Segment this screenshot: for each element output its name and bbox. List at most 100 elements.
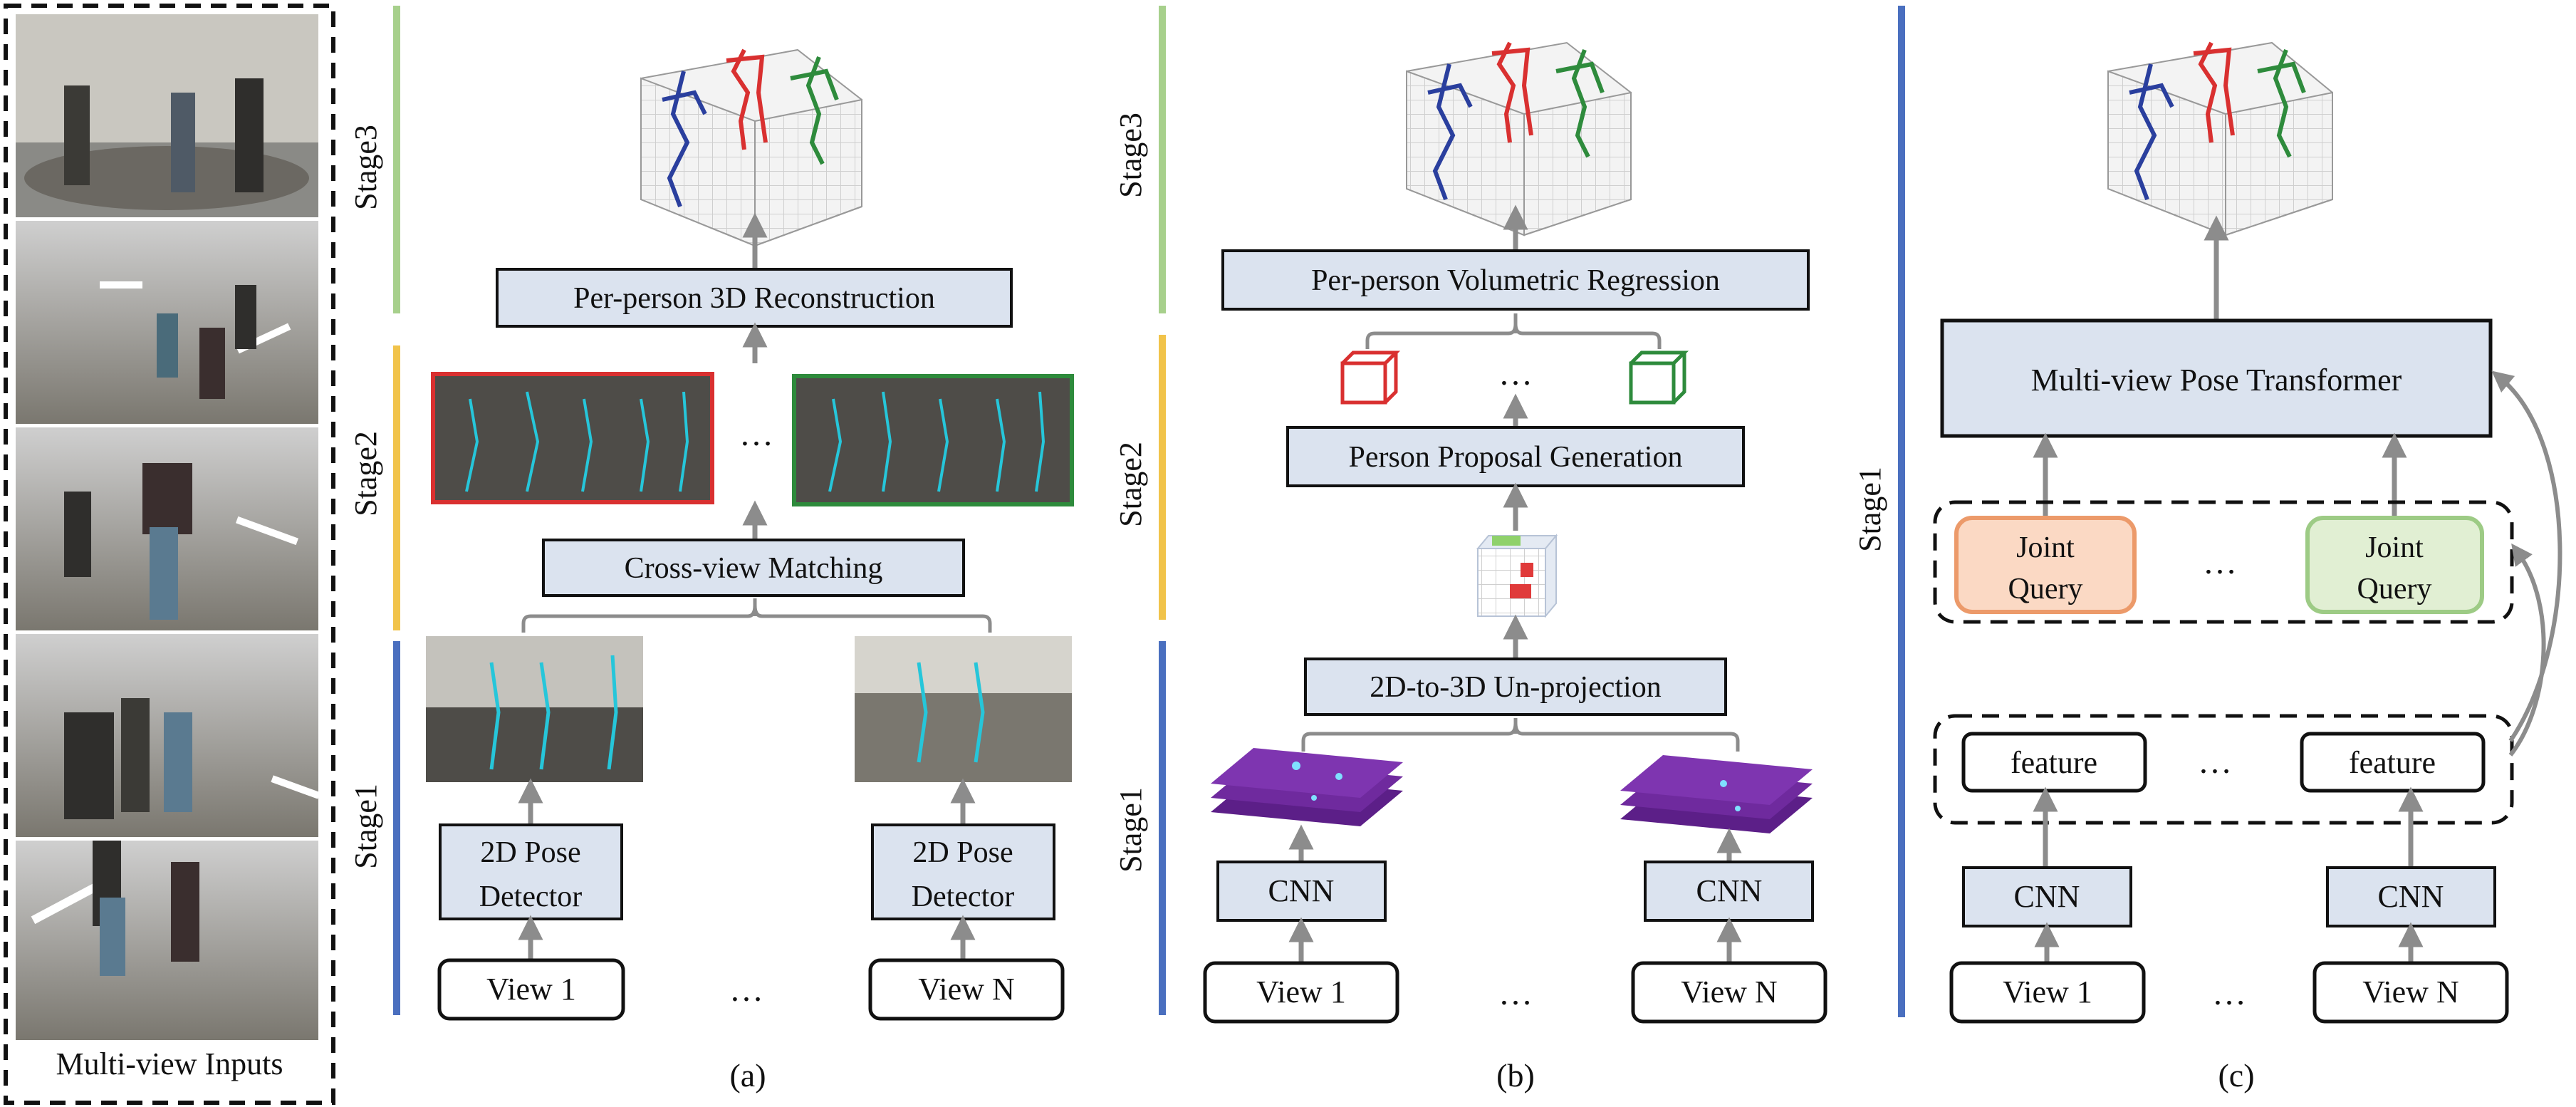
joint-query-n-line1: Joint <box>2365 531 2424 564</box>
input-image-4 <box>16 634 320 837</box>
reconstruction-box-a: Per-person 3D Reconstruction <box>496 268 1013 328</box>
crops-dots-a: … <box>739 415 773 453</box>
cnn-box-b-viewN: CNN <box>1644 861 1814 922</box>
unprojection-label-b: 2D-to-3D Un-projection <box>1370 671 1661 704</box>
bracket-b-top <box>1365 323 1662 349</box>
matching-label-a: Cross-view Matching <box>625 552 883 585</box>
bracket-b-bottom <box>1301 722 1740 752</box>
detector-line2-view1: Detector <box>479 880 583 913</box>
feature-label-viewN: feature <box>2349 745 2436 780</box>
curved-arrow-feature-to-query <box>2508 543 2546 757</box>
cubes-dots-b: … <box>1498 355 1533 393</box>
green-cube-icon <box>1629 350 1689 405</box>
proposal-box-b: Person Proposal Generation <box>1286 426 1745 487</box>
cnn-box-b-view1: CNN <box>1216 861 1387 922</box>
input-image-1 <box>16 14 318 217</box>
transformer-label-c: Multi-view Pose Transformer <box>2031 363 2402 397</box>
cnn-box-c-view1: CNN <box>1962 866 2132 927</box>
joint-query-1-line1: Joint <box>2016 531 2075 564</box>
viewN-label-c: View N <box>2362 975 2458 1009</box>
viewN-box-b: View N <box>1631 961 1827 1024</box>
view1-box-c: View 1 <box>1949 961 2146 1024</box>
stage2-label-b: Stage2 <box>1113 442 1148 527</box>
cnn-label-b-viewN: CNN <box>1696 873 1763 908</box>
caption-a: (a) <box>729 1057 766 1093</box>
stage1-bar-c <box>1898 6 1905 1017</box>
panel-b: Stage3 Stage2 Stage1 Per-person Volumetr… <box>1113 6 1827 1093</box>
detector-line1-view1: 2D Pose <box>480 836 580 869</box>
3d-pose-plot-b <box>1406 41 1632 237</box>
views-dots-a: … <box>729 971 763 1009</box>
matching-box-a: Cross-view Matching <box>542 539 965 597</box>
view1-box-b: View 1 <box>1203 961 1399 1024</box>
unprojection-box-b: 2D-to-3D Un-projection <box>1304 658 1727 716</box>
stage1-label-c: Stage1 <box>1852 467 1887 552</box>
cnn-box-c-viewN: CNN <box>2326 866 2496 927</box>
joint-query-1-line2: Query <box>2008 573 2083 606</box>
caption-c: (c) <box>2218 1057 2254 1093</box>
multi-view-inputs-caption: Multi-view Inputs <box>56 1046 283 1081</box>
view1-label-c: View 1 <box>2003 975 2092 1009</box>
stage3-label-a: Stage3 <box>348 125 383 210</box>
feature-dots-c: … <box>2198 743 2232 781</box>
heatmap-stack-viewN <box>1620 755 1813 833</box>
cnn-label-c-view1: CNN <box>2014 879 2080 914</box>
proposal-label-b: Person Proposal Generation <box>1349 441 1683 474</box>
stage3-bar-b <box>1159 6 1166 313</box>
query-dots-c: … <box>2203 544 2237 581</box>
views-dots-c: … <box>2212 975 2246 1012</box>
viewN-label-a: View N <box>918 972 1014 1007</box>
transformer-box-c: Multi-view Pose Transformer <box>1940 318 2493 438</box>
cnn-label-b-view1: CNN <box>1268 873 1335 908</box>
feature-label-view1: feature <box>2011 745 2097 780</box>
joint-query-n-line2: Query <box>2357 573 2432 606</box>
input-image-3 <box>16 427 318 630</box>
red-person-crops <box>431 372 714 504</box>
joint-query-1: Joint Query <box>1954 516 2137 614</box>
multi-view-inputs-panel: Multi-view Inputs <box>4 4 335 1105</box>
detector-line1-viewN: 2D Pose <box>912 836 1013 869</box>
3d-pose-plot-c <box>2107 41 2333 237</box>
viewN-label-b: View N <box>1681 975 1777 1009</box>
stage3-label-b: Stage3 <box>1113 113 1148 198</box>
regression-label-b: Per-person Volumetric Regression <box>1311 264 1720 297</box>
detection-image-viewN <box>855 636 1072 782</box>
curved-arrow-feature-to-transformer <box>2491 370 2562 742</box>
feature-group-c: feature … feature <box>1933 714 2514 825</box>
regression-box-b: Per-person Volumetric Regression <box>1221 249 1810 311</box>
input-image-5 <box>16 841 318 1040</box>
cnn-label-c-viewN: CNN <box>2378 879 2444 914</box>
view1-label-b: View 1 <box>1256 975 1346 1009</box>
view1-box-a: View 1 <box>437 958 625 1021</box>
stage1-bar-b <box>1159 641 1166 1015</box>
views-dots-b: … <box>1498 975 1533 1012</box>
panel-a: Stage3 Stage2 Stage1 Per-person 3D Recon… <box>348 6 1074 1093</box>
stage2-label-a: Stage2 <box>348 431 383 516</box>
caption-b: (b) <box>1496 1057 1535 1093</box>
input-image-2 <box>16 221 318 424</box>
green-person-crops <box>792 374 1074 506</box>
heatmap-stack-view1 <box>1211 748 1403 826</box>
3d-pose-plot-a <box>640 48 862 247</box>
pose-detector-box-view1: 2D Pose Detector <box>439 823 623 920</box>
stage3-bar-a <box>393 6 400 313</box>
red-cube-icon <box>1340 350 1401 405</box>
stage1-bar-a <box>393 641 400 1015</box>
feature-volume-icon <box>1476 534 1558 618</box>
viewN-box-c: View N <box>2312 961 2509 1024</box>
pose-detector-box-viewN: 2D Pose Detector <box>871 823 1055 920</box>
joint-query-n: Joint Query <box>2305 516 2484 614</box>
viewN-box-a: View N <box>868 958 1065 1021</box>
detection-image-view1 <box>426 636 643 782</box>
detector-line2-viewN: Detector <box>912 880 1015 913</box>
stage2-bar-b <box>1159 335 1166 620</box>
view1-label-a: View 1 <box>486 972 576 1007</box>
stage2-bar-a <box>393 345 400 630</box>
reconstruction-label-a: Per-person 3D Reconstruction <box>573 282 935 315</box>
feature-box-viewN: feature <box>2300 732 2486 793</box>
query-group-c: Joint Query … Joint Query <box>1933 500 2514 624</box>
panel-c: Stage1 Multi-view Pose Transformer Joint <box>1852 6 2562 1093</box>
stage1-label-b: Stage1 <box>1113 787 1148 873</box>
feature-box-view1: feature <box>1961 732 2147 793</box>
stage1-label-a: Stage1 <box>348 784 383 869</box>
